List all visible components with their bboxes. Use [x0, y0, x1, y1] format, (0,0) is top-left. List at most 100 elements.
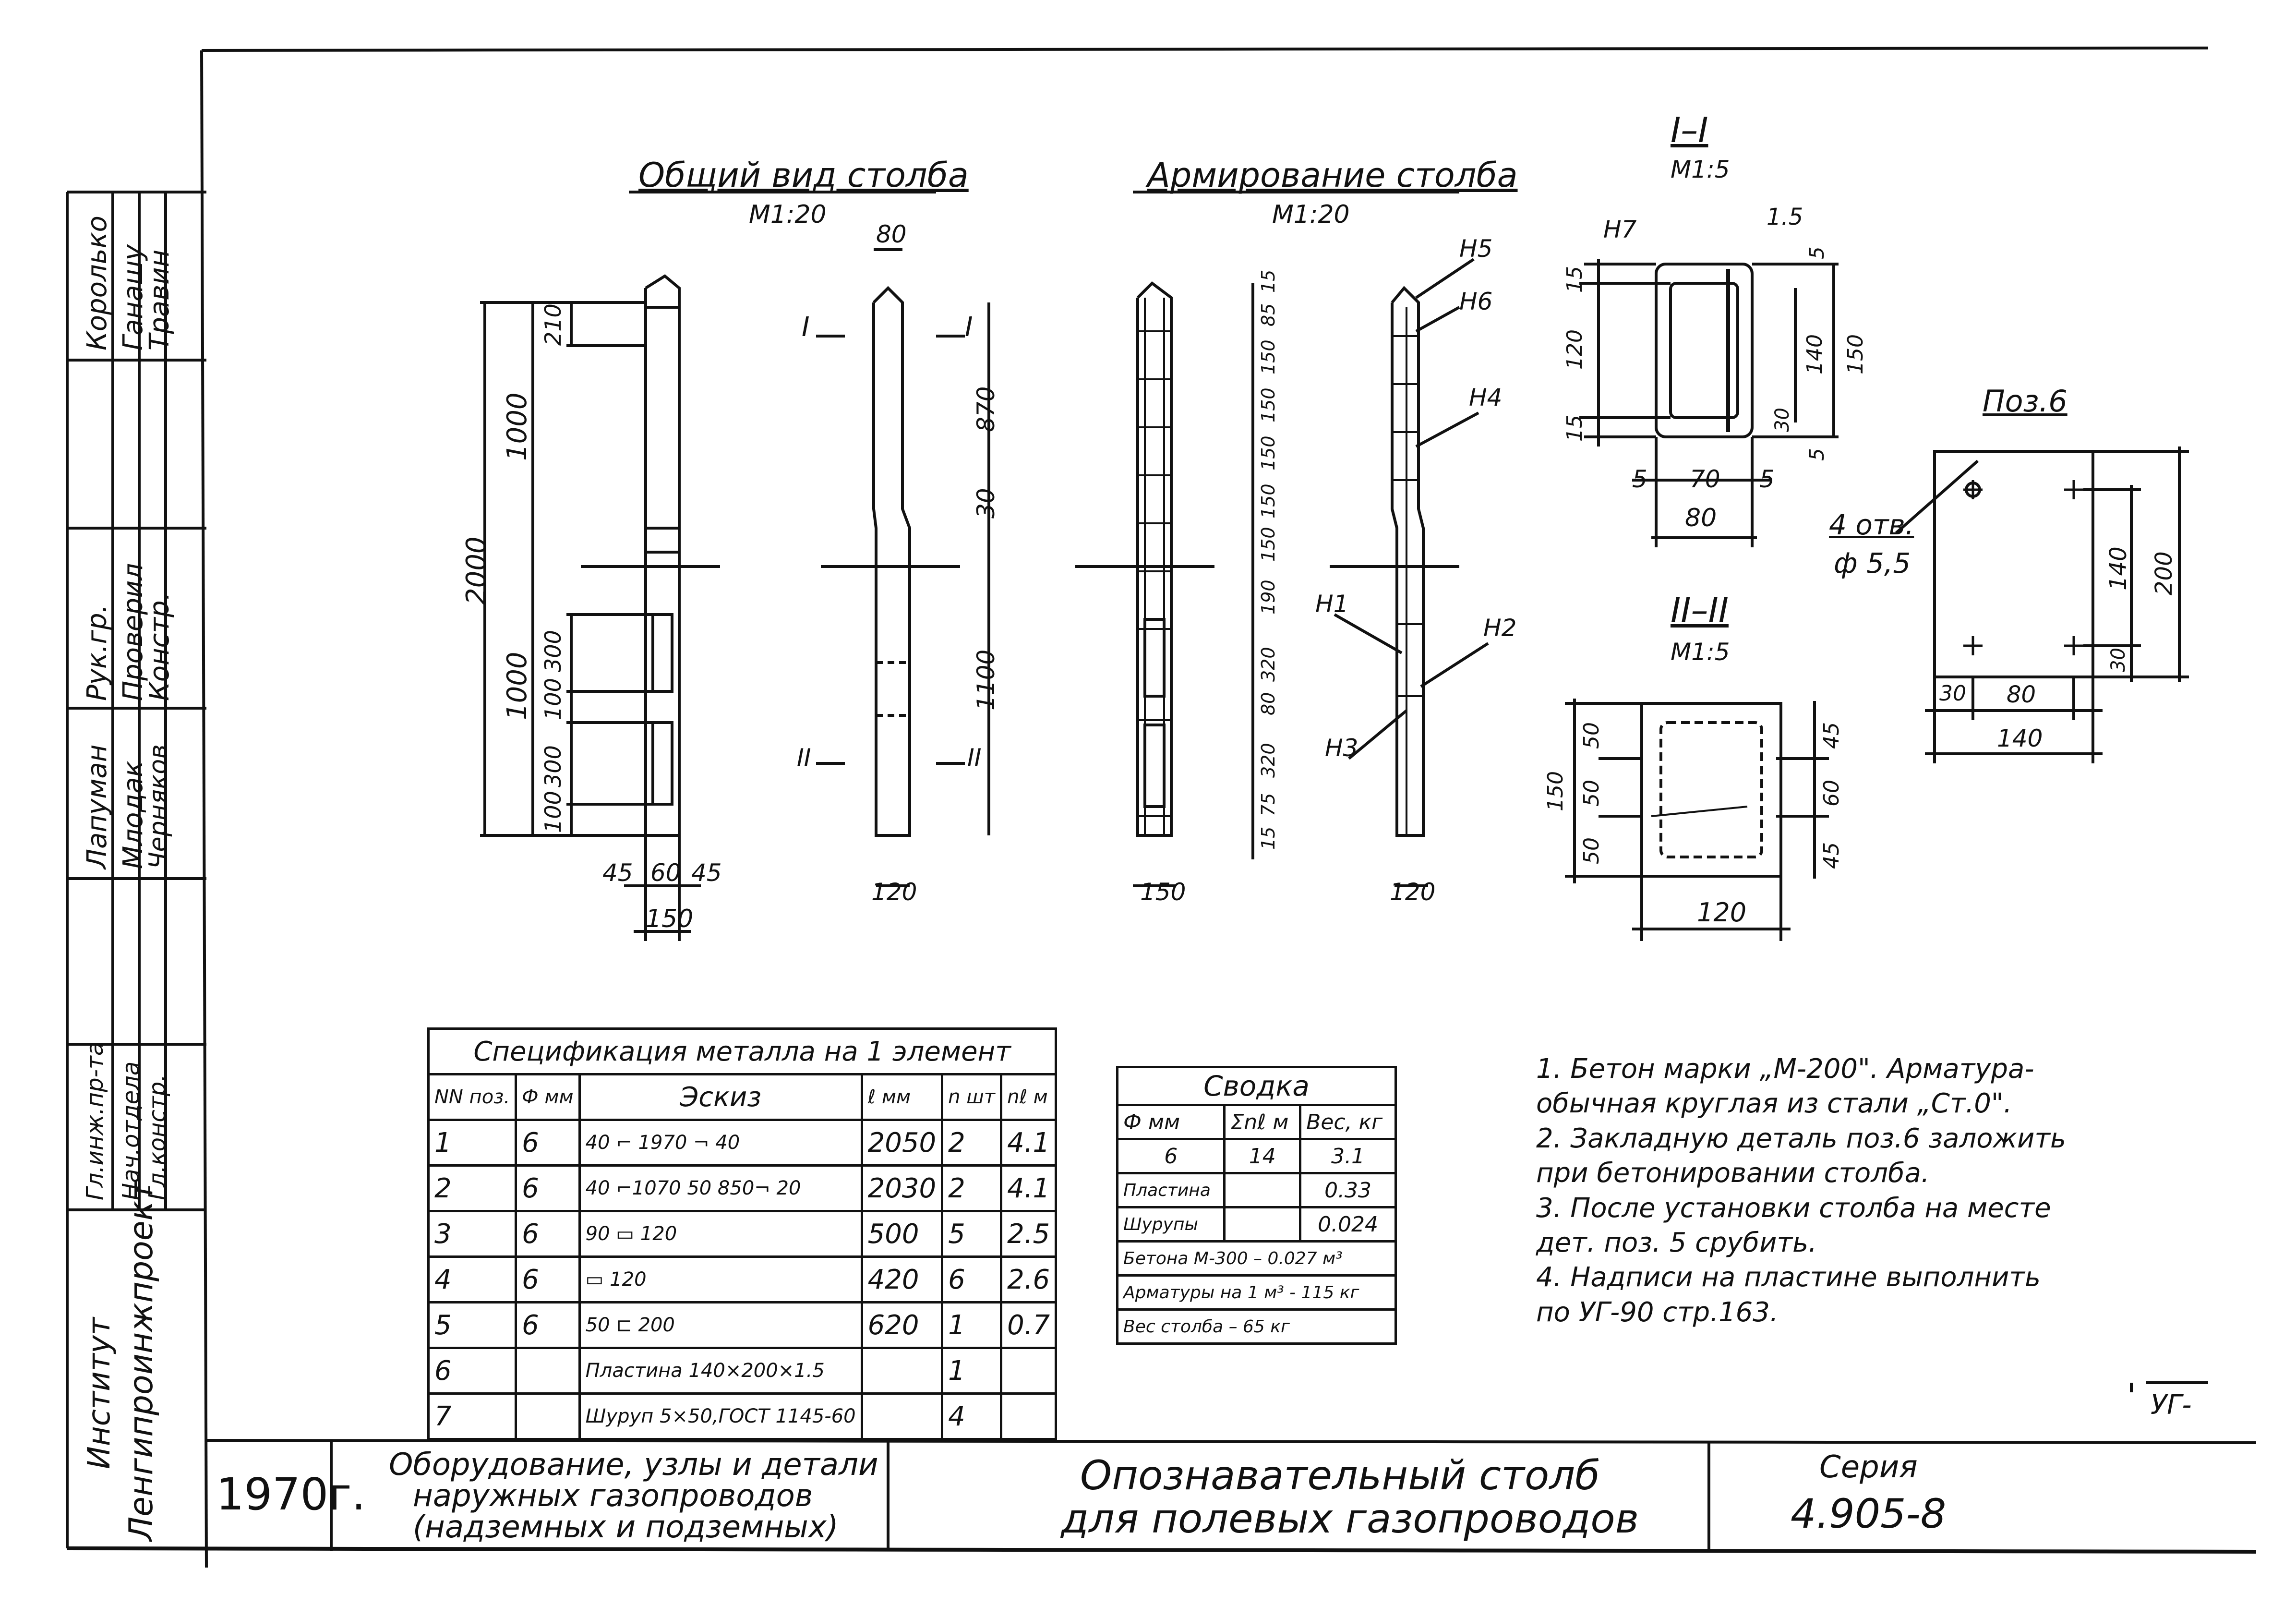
spec-dia [515, 1347, 581, 1395]
stamp-role-4: Гл.инж.пр-та [82, 1041, 108, 1200]
dim-reinf-150c: 150 [1258, 435, 1279, 471]
summary-cell: Пластина [1116, 1172, 1226, 1208]
summary-h3: Вес, кг [1299, 1104, 1397, 1140]
series-label: Серия [1819, 1449, 1918, 1485]
stamp-name-3: Травин [144, 249, 175, 350]
series-number: 4.905-8 [1791, 1490, 1947, 1537]
spec-pos: 6 [427, 1347, 517, 1395]
dim-sec2-50a: 50 [1579, 722, 1604, 749]
spec-dia: 6 [515, 1255, 581, 1303]
section1-scale: М1:5 [1671, 156, 1730, 183]
label-n4: Н4 [1469, 384, 1503, 411]
spec-pos: 3 [427, 1210, 517, 1258]
summary-cell: 0.024 [1299, 1206, 1397, 1243]
reinforcement-view-title: Армирование столба [1147, 156, 1518, 195]
dim-sec2-45a: 45 [1819, 722, 1844, 749]
dim-reinf-base: 150 [1140, 878, 1186, 906]
frame-top [201, 47, 2209, 52]
note-line: 1. Бетон марки „М-200". Арматура- [1536, 1053, 2034, 1085]
dim-pos6-30: 30 [2107, 648, 2129, 672]
note-line: дет. поз. 5 срубить. [1536, 1227, 1817, 1258]
dim-sec1-thickness: 1.5 [1767, 204, 1803, 230]
spec-sketch: 90 ▭ 120 [578, 1210, 863, 1258]
spec-total: 4.1 [1000, 1164, 1058, 1212]
spec-sketch: 40 ⌐ 1970 ¬ 40 [578, 1119, 863, 1167]
spec-header-pos: NN поз. [427, 1073, 517, 1121]
spec-length: 620 [860, 1301, 944, 1349]
title-subject-3: (надземных и подземных) [413, 1509, 839, 1545]
dim-sec2-50c: 50 [1579, 837, 1604, 864]
spec-length [860, 1347, 944, 1395]
spec-header-total: nℓ м [1000, 1073, 1058, 1121]
dim-sec1-15b: 15 [1563, 415, 1587, 442]
dim-general-300a: 300 [540, 630, 566, 672]
stamp-name-6: Черняков [144, 744, 173, 869]
spec-dia: 6 [515, 1301, 581, 1349]
spec-total: 4.1 [1000, 1119, 1058, 1167]
spec-count: 2 [941, 1119, 1003, 1167]
title-subject-2: наружных газопроводов [413, 1478, 813, 1514]
summary-cell: 6 [1116, 1138, 1226, 1174]
note-line: обычная круглая из стали „Ст.0". [1536, 1088, 2012, 1120]
spec-header-count: n шт [941, 1073, 1003, 1121]
dim-sec2-120: 120 [1697, 897, 1747, 928]
spec-dia: 6 [515, 1210, 581, 1258]
dim-reinf-side-base: 120 [1390, 878, 1436, 906]
summary-rebar: Арматуры на 1 м³ - 115 кг [1116, 1274, 1397, 1311]
section1-title: I–I [1671, 110, 1708, 150]
corner-mark: УГ- [2151, 1389, 2192, 1421]
spec-sketch: Шуруп 5×50,ГОСТ 1145-60 [578, 1392, 863, 1440]
spec-dia [515, 1392, 581, 1440]
spec-pos: 4 [427, 1255, 517, 1303]
spec-header-sketch: Эскиз [578, 1073, 863, 1121]
spec-count: 5 [941, 1210, 1003, 1258]
dim-reinf-150e: 150 [1258, 527, 1279, 562]
spec-sketch: Пластина 140×200×1.5 [578, 1347, 863, 1395]
dim-general-lower: 1000 [502, 652, 533, 720]
stamp-name-4: Лапуман [82, 744, 113, 869]
cut-mark-1-left: I [802, 312, 810, 343]
dim-sec1-5a: 5 [1805, 246, 1828, 259]
spec-dia: 6 [515, 1119, 581, 1167]
dim-reinf-15a: 15 [1258, 269, 1279, 293]
section2-scale: М1:5 [1671, 638, 1730, 666]
spec-row: 6 Пластина 140×200×1.5 1 [427, 1347, 1058, 1395]
label-n3: Н3 [1325, 734, 1358, 762]
label-n2: Н2 [1483, 614, 1517, 642]
spec-pos: 1 [427, 1119, 517, 1167]
dim-sec2-150: 150 [1543, 771, 1568, 811]
spec-sketch: ▭ 120 [578, 1255, 863, 1303]
reinforcement-view-scale: М1:20 [1272, 200, 1350, 229]
dim-pos6-b140: 140 [1997, 724, 2043, 752]
title-year: 1970г. [216, 1469, 366, 1520]
dim-general-150: 150 [646, 905, 694, 933]
dim-sec1-b80: 80 [1685, 504, 1717, 532]
dim-general-45b: 45 [691, 859, 722, 887]
dim-general-total: 2000 [461, 536, 492, 605]
spec-length: 500 [860, 1210, 944, 1258]
stamp-name-1: Королько [82, 216, 113, 350]
spec-pos: 2 [427, 1164, 517, 1212]
spec-count: 1 [941, 1347, 1003, 1395]
label-n1: Н1 [1315, 590, 1349, 618]
summary-cell [1223, 1206, 1302, 1243]
general-view-scale: М1:20 [749, 200, 827, 229]
spec-length: 2030 [860, 1164, 944, 1212]
dim-general-100b: 100 [540, 791, 566, 833]
summary-h1: Ф мм [1116, 1104, 1226, 1140]
dim-general-top: 210 [540, 303, 566, 346]
cut-mark-2-right: II [967, 744, 982, 772]
dim-side-top: 80 [876, 220, 907, 248]
dim-reinf-320b: 320 [1258, 743, 1279, 778]
spec-sketch: 50 ⊏ 200 [578, 1301, 863, 1349]
summary-h2: Σnℓ м [1223, 1104, 1302, 1140]
spec-count: 1 [941, 1301, 1003, 1349]
summary-concrete: Бетона М-300 – 0.027 м³ [1116, 1240, 1397, 1277]
summary-weight: Вес столба – 65 кг [1116, 1308, 1397, 1345]
dim-side-870: 870 [972, 386, 1000, 432]
spec-pos: 7 [427, 1392, 517, 1440]
